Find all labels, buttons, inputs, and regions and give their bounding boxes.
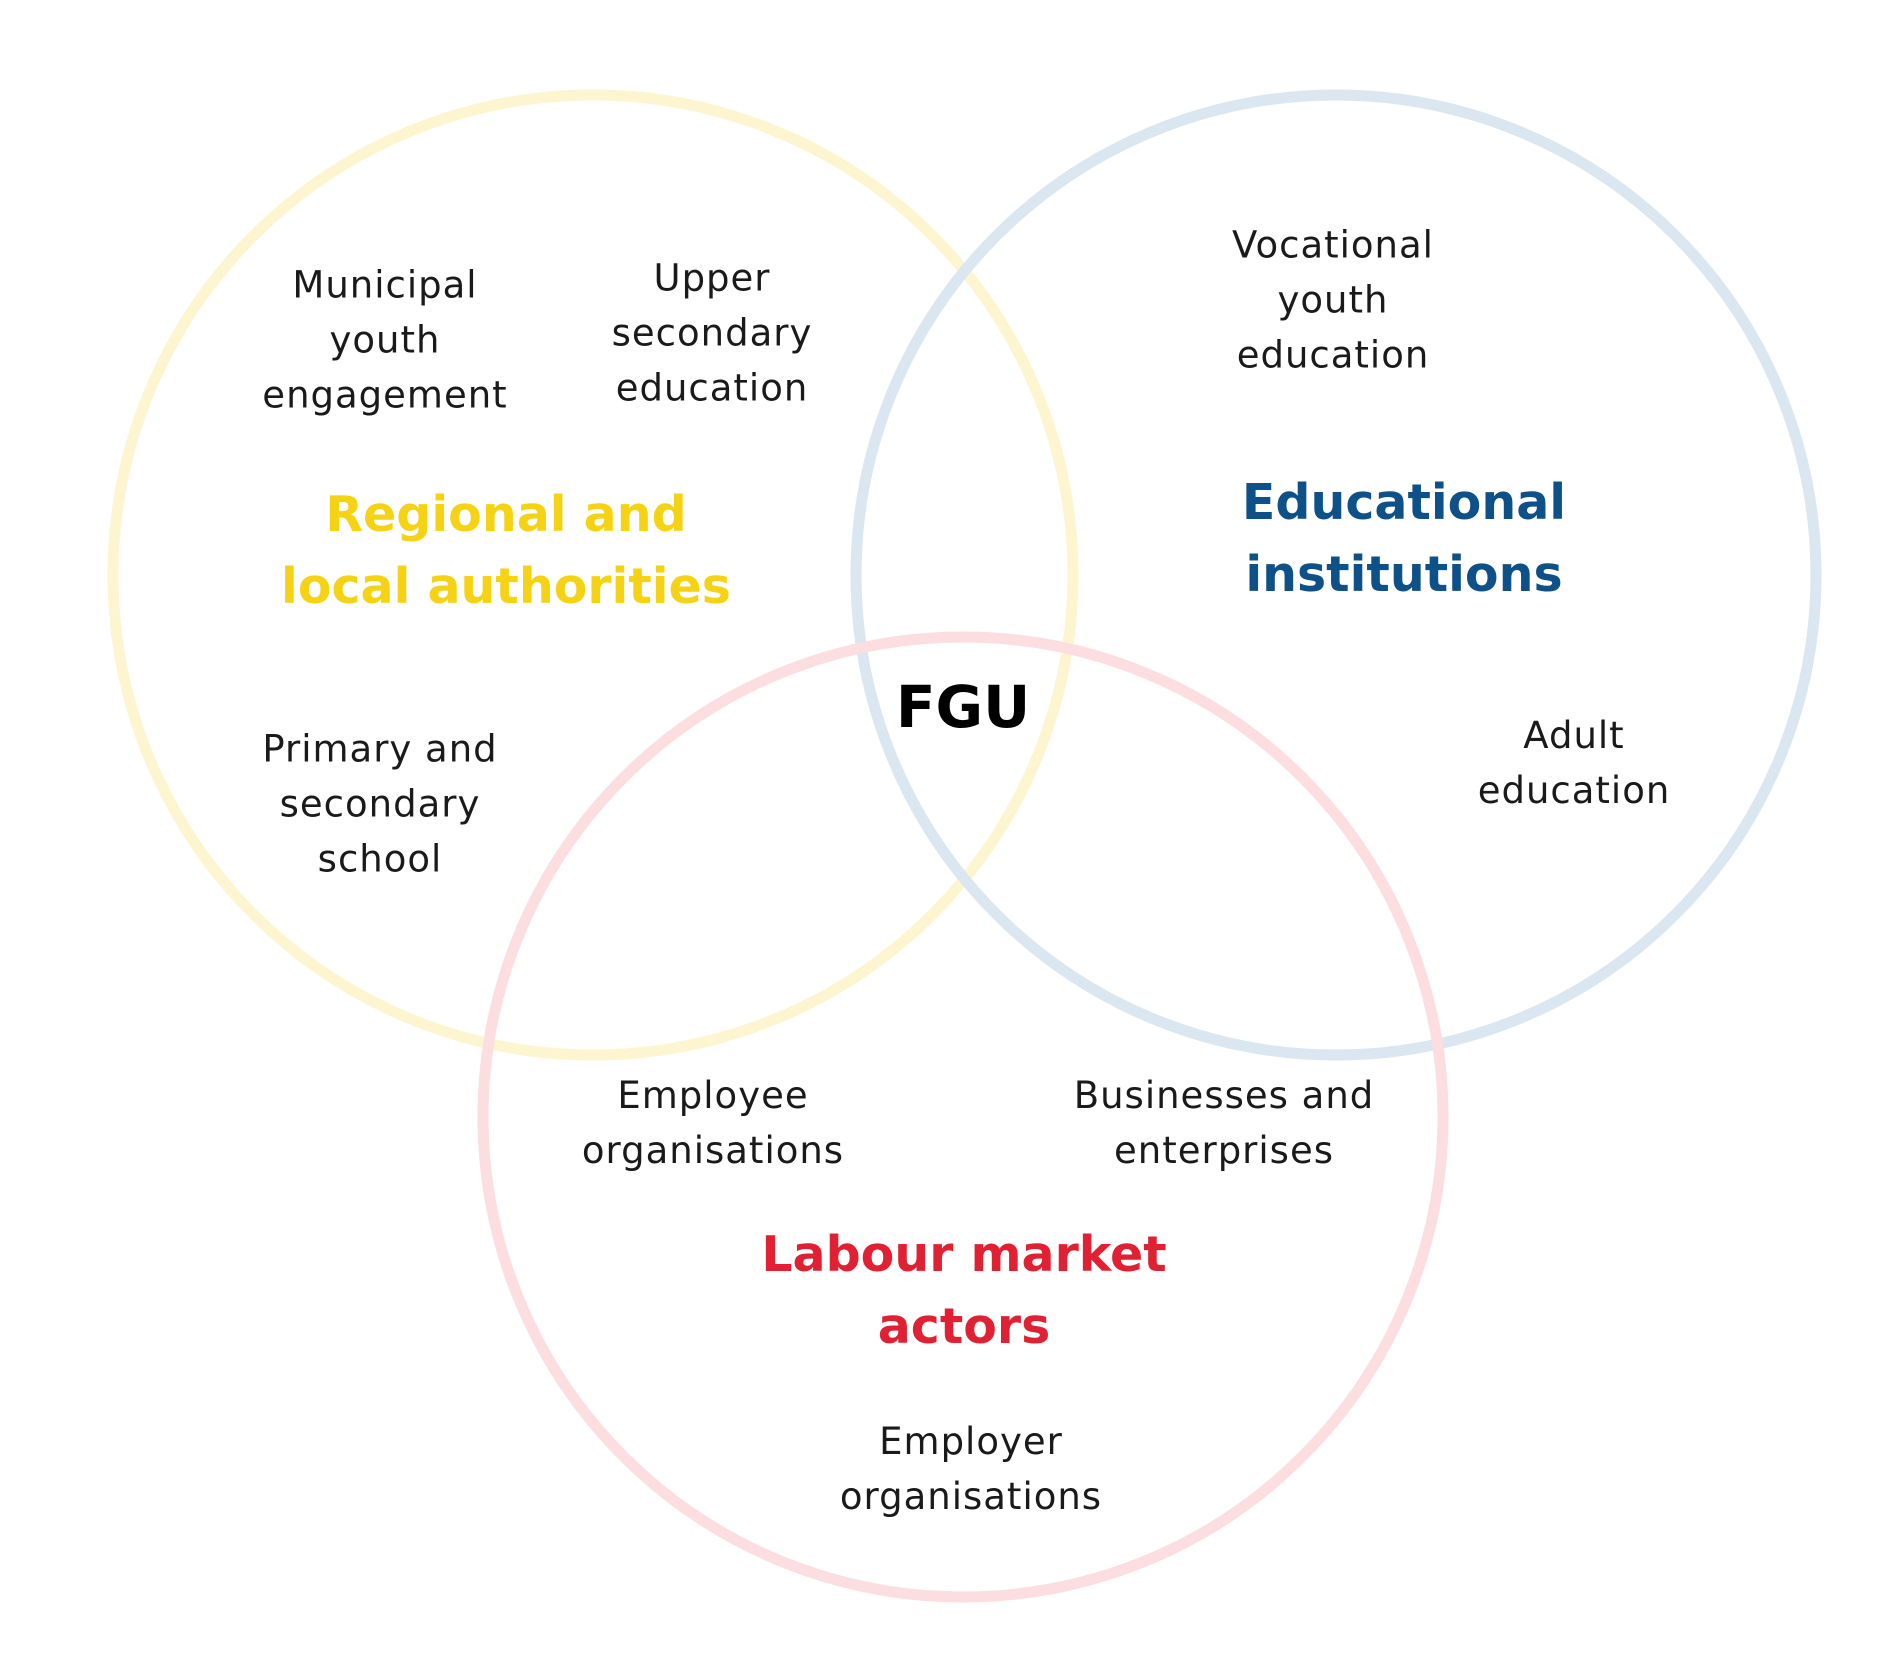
- upper-secondary-education-label: Upper secondary education: [611, 256, 813, 410]
- businesses-enterprises-label: Businesses and enterprises: [1073, 1074, 1375, 1172]
- educational-institutions-circle: [850, 89, 1822, 1061]
- employer-organisations-label: Employer organisations: [839, 1420, 1103, 1518]
- regional-authorities-title: Regional and local authorities: [281, 486, 731, 615]
- educational-institutions-title: Educational institutions: [1241, 474, 1567, 603]
- adult-education-label: Adult education: [1477, 714, 1671, 812]
- vocational-youth-education-label: Vocational youth education: [1232, 223, 1434, 377]
- primary-secondary-school-label: Primary and secondary school: [262, 727, 498, 881]
- municipal-youth-engagement-label: Municipal youth engagement: [262, 263, 508, 417]
- labour-market-circle: [477, 631, 1449, 1603]
- fgu-center-label: FGU: [895, 673, 1031, 741]
- regional-authorities-circle: [107, 89, 1079, 1061]
- employee-organisations-label: Employee organisations: [581, 1074, 845, 1172]
- labour-market-actors-title: Labour market actors: [761, 1226, 1167, 1355]
